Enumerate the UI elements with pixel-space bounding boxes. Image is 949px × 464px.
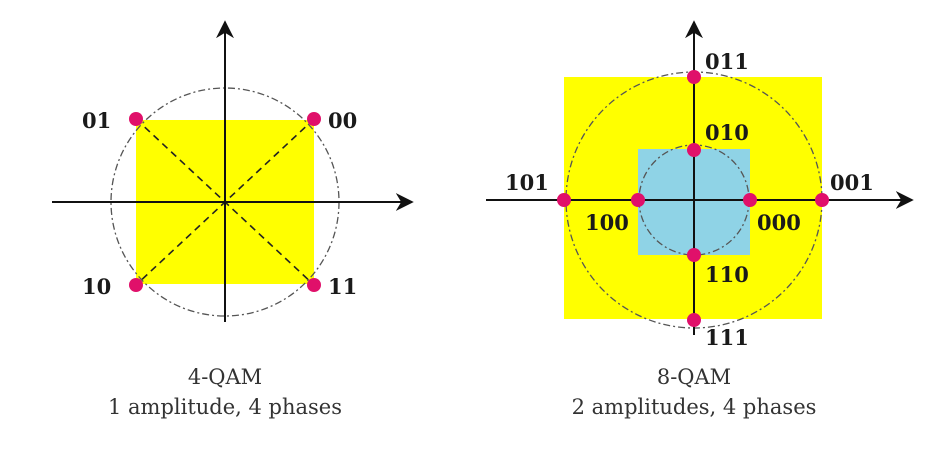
qam8-point-001	[815, 193, 829, 207]
qam8-label-001: 001	[830, 170, 874, 195]
qam4-diagram: 01 00 10 11 4-QAM 1 amplitude, 4 phases	[52, 20, 414, 419]
qam8-title: 8-QAM	[657, 365, 731, 389]
qam4-point-10	[129, 278, 143, 292]
qam4-label-11: 11	[328, 274, 357, 299]
qam4-subtitle: 1 amplitude, 4 phases	[108, 395, 342, 419]
qam4-label-01: 01	[82, 108, 111, 133]
qam4-point-00	[307, 112, 321, 126]
qam8-diagram: 011 010 101 001 100 000 110 111 8-QAM 2 …	[486, 20, 914, 419]
qam8-point-011	[687, 70, 701, 84]
qam8-label-111: 111	[705, 325, 749, 350]
qam4-label-10: 10	[82, 274, 111, 299]
qam4-point-01	[129, 112, 143, 126]
qam8-subtitle: 2 amplitudes, 4 phases	[572, 395, 817, 419]
qam8-label-110: 110	[705, 262, 749, 287]
qam8-point-000	[743, 193, 757, 207]
qam8-point-010	[687, 143, 701, 157]
qam8-point-101	[557, 193, 571, 207]
qam8-label-010: 010	[705, 120, 749, 145]
qam8-label-000: 000	[757, 210, 801, 235]
qam8-label-011: 011	[705, 49, 749, 74]
qam8-point-100	[631, 193, 645, 207]
qam4-title: 4-QAM	[188, 365, 262, 389]
qam8-label-100: 100	[585, 210, 629, 235]
qam4-label-00: 00	[328, 108, 357, 133]
qam4-point-11	[307, 278, 321, 292]
qam8-label-101: 101	[505, 170, 549, 195]
qam8-point-111	[687, 313, 701, 327]
qam8-point-110	[687, 248, 701, 262]
